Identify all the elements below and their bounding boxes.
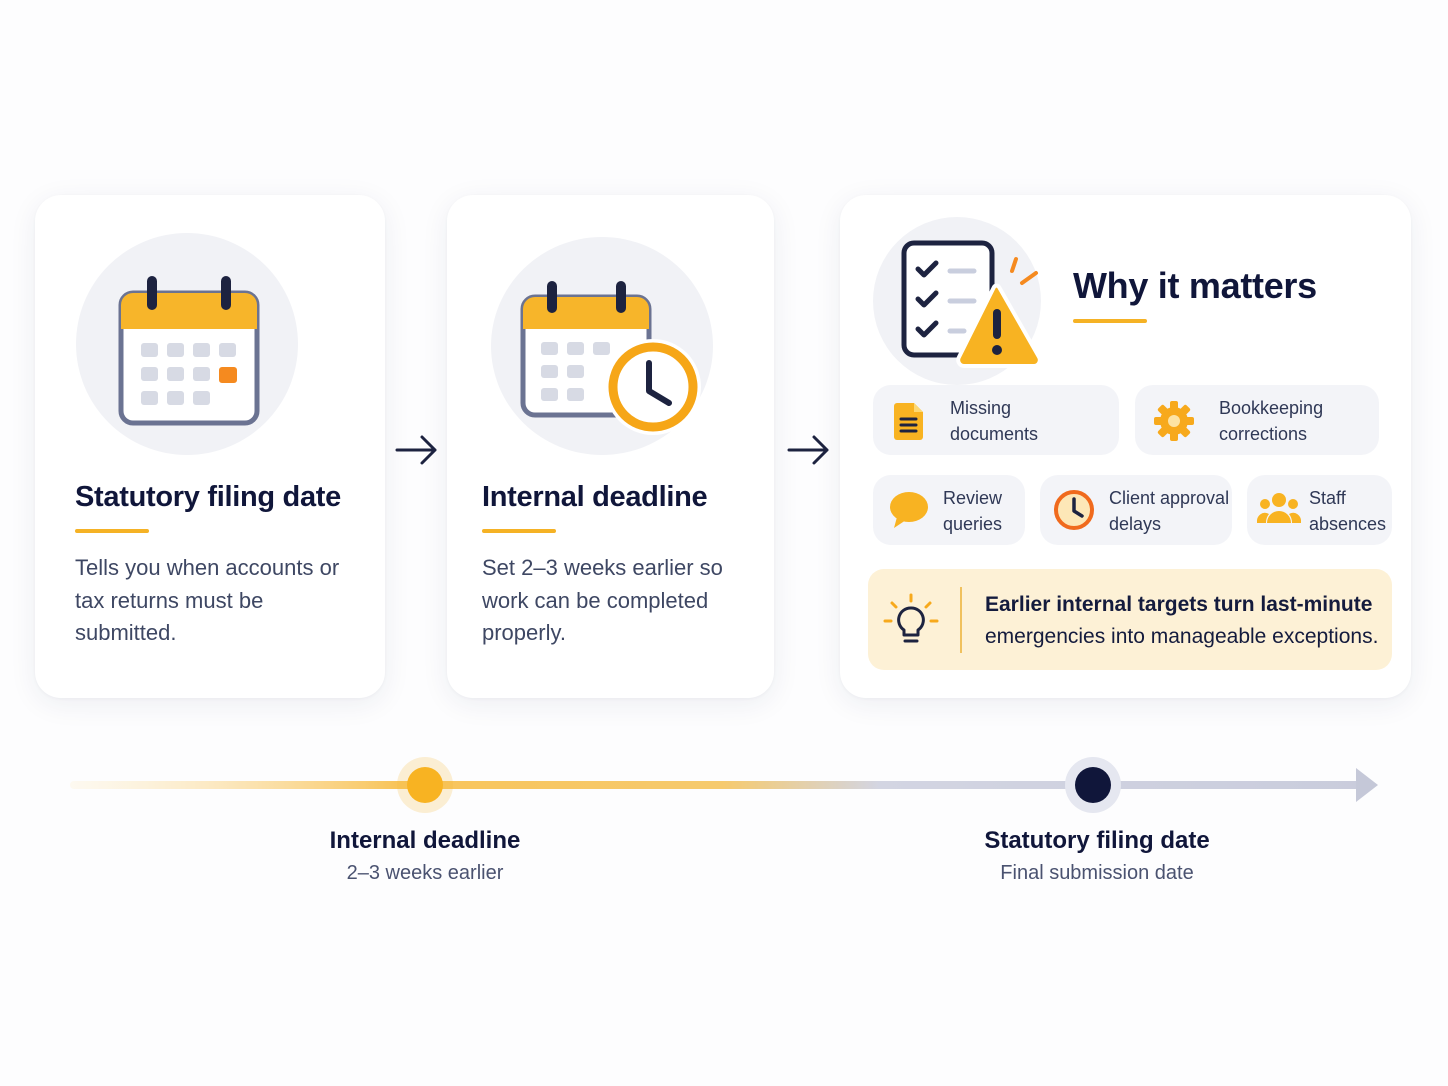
callout-rest: emergencies into manageable exceptions. [985, 625, 1379, 648]
why-it-matters-card: Why it matters Missing documents [840, 195, 1411, 698]
milestone-dot-statutory-filing-date [1075, 767, 1111, 803]
reason-label: Client approval delays [1109, 488, 1230, 534]
checklist-warning-icon [901, 240, 1042, 368]
milestone-sublabel: 2–3 weeks earlier [346, 862, 504, 884]
milestone-label: Internal deadline [329, 827, 521, 854]
reason-chip-client-approval-delays: Client approval delays [1040, 475, 1232, 545]
reason-label: Missing documents [950, 398, 1039, 444]
title-underline [1073, 319, 1147, 323]
arrow-right-icon [787, 435, 829, 465]
reason-label: Bookkeeping corrections [1219, 398, 1324, 444]
callout-box: Earlier internal targets turn last-minut… [868, 569, 1392, 670]
gear-icon [1154, 401, 1194, 441]
calendar-icon [118, 276, 260, 426]
title-underline [75, 529, 149, 533]
milestone-label: Statutory filing date [984, 827, 1210, 854]
step-description: Set 2–3 weeks earlier so work can be com… [482, 555, 723, 645]
people-icon [1257, 493, 1301, 523]
milestone-dot-internal-deadline [407, 767, 443, 803]
callout-divider [960, 587, 962, 653]
lightbulb-icon [883, 593, 939, 643]
step-title: Statutory filing date [75, 481, 341, 513]
reason-label: Review queries [943, 488, 1003, 534]
reason-chip-bookkeeping-corrections: Bookkeeping corrections [1135, 385, 1379, 455]
speech-bubble-icon [890, 492, 928, 528]
callout-bold: Earlier internal targets turn last-minut… [985, 593, 1373, 616]
internal-deadline-card: Internal deadline Set 2–3 weeks earlier … [447, 195, 774, 698]
reason-chip-missing-documents: Missing documents [873, 385, 1119, 455]
arrow-right-icon [395, 435, 437, 465]
clock-icon [1054, 490, 1094, 530]
step-description: Tells you when accounts or tax returns m… [75, 555, 340, 645]
statutory-filing-date-card: Statutory filing date Tells you when acc… [35, 195, 385, 698]
reason-chip-staff-absences: Staff absences [1247, 475, 1392, 545]
callout-text: Earlier internal targets turn last-minut… [985, 589, 1385, 653]
title-underline [482, 529, 556, 533]
document-icon [894, 403, 923, 440]
calendar-clock-icon [520, 281, 701, 435]
why-title: Why it matters [1073, 265, 1317, 306]
reason-label: Staff absences [1309, 488, 1387, 534]
reason-chip-review-queries: Review queries [873, 475, 1025, 545]
milestone-sublabel: Final submission date [1000, 862, 1194, 884]
step-title: Internal deadline [482, 481, 708, 513]
